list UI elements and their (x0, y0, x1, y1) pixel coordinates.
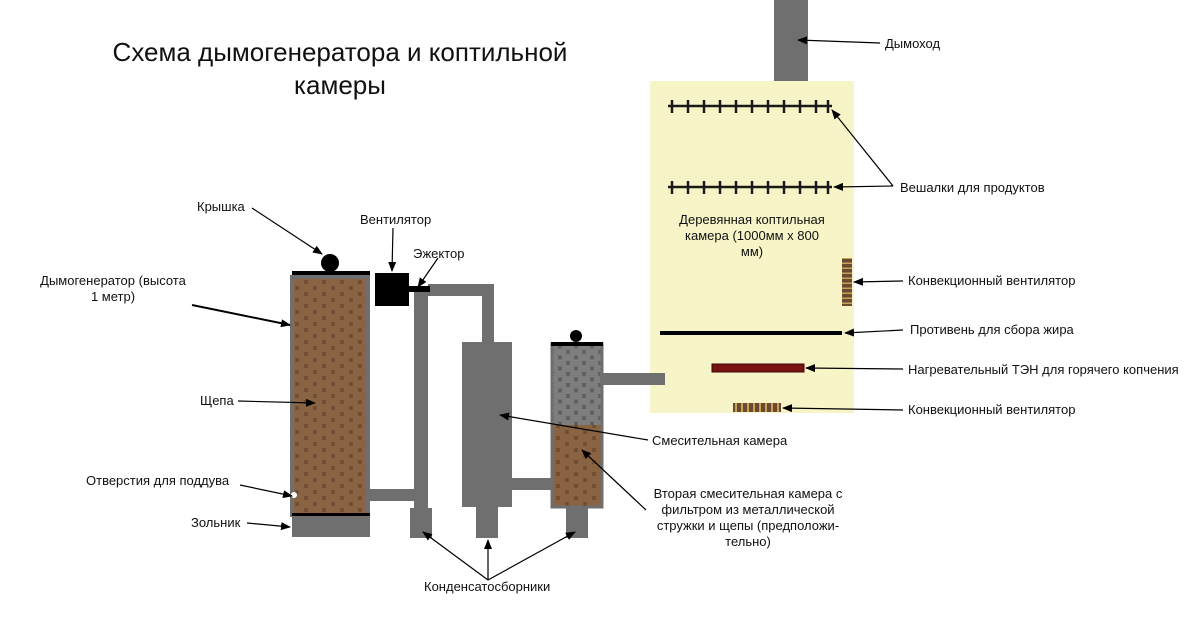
pipe-mix-to-filter (510, 478, 554, 490)
chamber-label-line-2: камера (1000мм х 800 (685, 228, 819, 243)
generator-chips (292, 272, 368, 515)
label-heater: Нагревательный ТЭН для горячего копчения (908, 362, 1179, 377)
label-hangers: Вешалки для продуктов (900, 180, 1045, 195)
lid-knob (321, 254, 339, 272)
convection-fan-bottom (733, 403, 781, 412)
label-fan: Вентилятор (360, 212, 432, 227)
fan-assembly (375, 273, 430, 306)
chimney-pipe (774, 0, 808, 84)
label-second-mixing-chamber: Вторая смесительная камера с фильтром из… (643, 486, 853, 550)
label-convection-fan-top: Конвекционный вентилятор (908, 273, 1076, 288)
second-mix-line-4: тельно) (725, 534, 771, 549)
title-line-2: камеры (294, 70, 386, 100)
label-convection-fan-bottom: Конвекционный вентилятор (908, 402, 1076, 417)
chamber-label-line-1: Деревянная коптильная (679, 212, 825, 227)
convection-fan-top (842, 258, 852, 306)
generator-label-line-2: 1 метр) (90, 289, 136, 304)
label-condensate: Конденсатосборники (424, 579, 551, 594)
second-mix-line-3: стружки и щепы (предположи- (656, 518, 840, 533)
piping (368, 284, 665, 538)
chamber-label-line-3: мм) (740, 244, 764, 259)
fat-tray (660, 331, 842, 335)
riser-pipe (414, 288, 428, 510)
pipe-to-chamber (600, 373, 665, 385)
second-mix-line-2: фильтром из металлической (661, 502, 835, 517)
label-smoke-generator: Дымогенератор (высота 1 метр) (33, 273, 193, 305)
label-blow-holes: Отверстия для поддува (86, 473, 230, 488)
generator-lid (292, 271, 370, 275)
label-smoking-chamber: Деревянная коптильная камера (1000мм х 8… (660, 212, 844, 260)
smoke-generator (290, 254, 370, 537)
pipe-top-horizontal (428, 284, 494, 296)
leader-lines (191, 36, 904, 581)
label-fat-tray: Противень для сбора жира (910, 322, 1074, 337)
chamber-body (650, 81, 854, 413)
second-mix-line-1: Вторая смесительная камера с (653, 486, 843, 501)
generator-label-line-1: Дымогенератор (высота (40, 273, 186, 288)
hanger-rack-bottom (668, 181, 832, 194)
smoking-chamber (650, 0, 854, 413)
fan-box (375, 273, 409, 306)
blow-hole (291, 492, 297, 498)
pipe-generator-to-riser (368, 489, 416, 501)
pipe-to-mixing-chamber (482, 284, 494, 344)
condensate-trap-1 (410, 508, 432, 538)
condensate-trap-2 (476, 507, 498, 538)
label-ash-pit: Зольник (191, 515, 241, 530)
label-chips: Щепа (200, 393, 234, 408)
label-ejector: Эжектор (413, 246, 465, 261)
filter-chips (552, 425, 602, 507)
heater-element (711, 363, 805, 373)
condensate-trap-3 (566, 507, 588, 538)
hanger-rack-top (668, 100, 832, 113)
mixing-chamber (462, 342, 512, 507)
title-line-1: Схема дымогенератора и коптильной (112, 37, 568, 67)
ejector-nozzle (409, 286, 430, 292)
label-lid: Крышка (197, 199, 245, 214)
label-mixing-chamber: Смесительная камера (652, 433, 788, 448)
diagram-title: Схема дымогенератора и коптильной камеры (60, 36, 620, 102)
ash-pit (292, 515, 370, 537)
label-chimney: Дымоход (885, 36, 941, 51)
